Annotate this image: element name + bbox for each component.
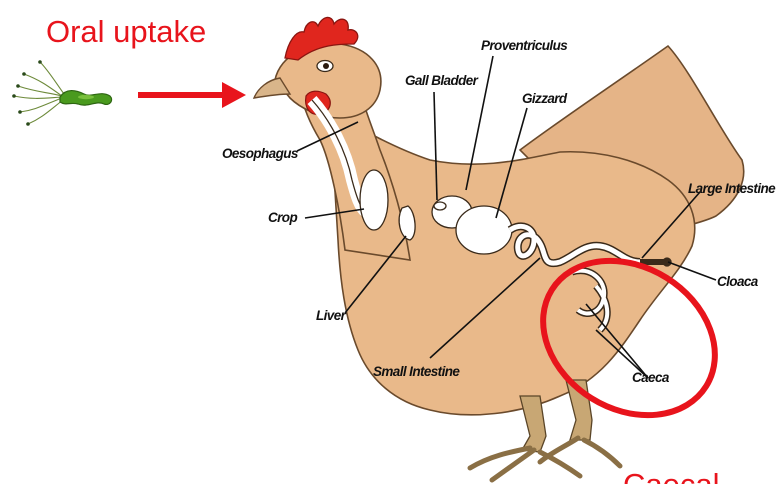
crop-organ <box>360 170 388 230</box>
caecal-annotation: Caecal <box>623 467 720 484</box>
label-proventriculus: Proventriculus <box>481 38 568 53</box>
gall-bladder-organ <box>434 202 446 210</box>
label-liver: Liver <box>316 308 347 323</box>
label-gall-bladder: Gall Bladder <box>405 73 479 88</box>
label-crop: Crop <box>268 210 297 225</box>
gizzard-organ <box>456 206 512 254</box>
label-caeca: Caeca <box>632 370 670 385</box>
bacterium-icon <box>12 60 111 126</box>
right-arrow-icon <box>138 82 246 108</box>
label-large-intestine: Large Intestine <box>688 181 776 196</box>
label-small-intestine: Small Intestine <box>373 364 460 379</box>
label-gizzard: Gizzard <box>522 91 568 106</box>
label-oesophagus: Oesophagus <box>222 146 299 161</box>
label-cloaca: Cloaca <box>717 274 759 289</box>
oral-uptake-title: Oral uptake <box>46 14 206 49</box>
